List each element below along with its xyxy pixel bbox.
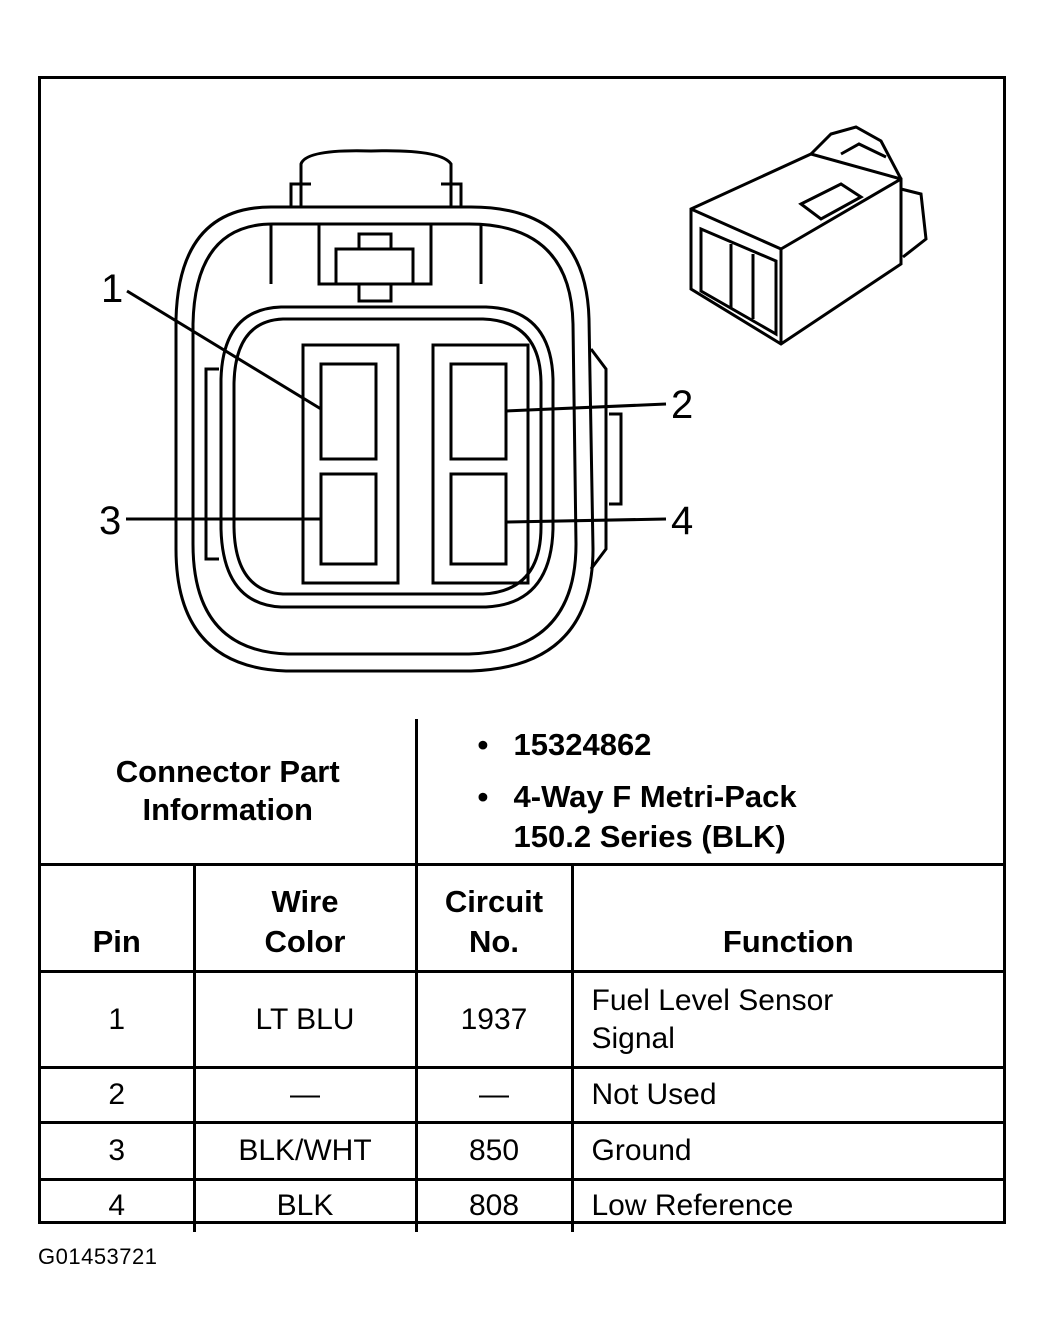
connector-latch	[299, 149, 453, 207]
pin-callout-1: 1	[101, 267, 124, 311]
connector-type: 4-Way F Metri-Pack 150.2 Series (BLK)	[478, 777, 854, 857]
pin-2-4-bracket	[609, 412, 623, 506]
terminal-left-frame	[301, 343, 400, 585]
pin-4-cavity	[449, 472, 508, 566]
header-pin: Pin	[41, 863, 196, 973]
pin-4-leader	[505, 517, 667, 524]
connector-part-info-label: Connector Part Information	[41, 719, 418, 866]
cell-pin: 4	[41, 1178, 196, 1232]
pin-3-cavity	[319, 472, 378, 566]
connector-part-info-row: Connector Part Information 15324862 4-Wa…	[41, 719, 1004, 866]
cell-pin: 3	[41, 1121, 196, 1181]
terminal-right-frame	[431, 343, 530, 585]
connector-housing-inner-outline	[191, 222, 578, 656]
connector-face-drawing	[126, 125, 928, 673]
connector-isometric-view	[689, 125, 928, 346]
connector-part-info-list: 15324862 4-Way F Metri-Pack 150.2 Series…	[414, 719, 1004, 866]
table-row: 4 BLK 808 Low Reference	[41, 1178, 1003, 1232]
table-row: 1 LT BLU 1937 Fuel Level Sensor Signal	[41, 970, 1003, 1069]
header-wire-color: Wire Color	[192, 863, 418, 973]
cell-circuit: 1937	[414, 970, 574, 1069]
cell-wire-color: —	[192, 1066, 418, 1124]
pin-callout-4: 4	[671, 499, 694, 543]
cell-function: Low Reference	[570, 1178, 1003, 1232]
pin-2-leader	[505, 402, 667, 413]
pin-callout-2: 2	[671, 383, 694, 427]
connector-info-table: Connector Part Information 15324862 4-Wa…	[41, 719, 1003, 1232]
header-circuit-no: Circuit No.	[414, 863, 574, 973]
table-row: 3 BLK/WHT 850 Ground	[41, 1121, 1003, 1181]
cell-circuit: 808	[414, 1178, 574, 1232]
pin-1-cavity	[319, 362, 378, 461]
pin-2-cavity	[449, 362, 508, 461]
pin-1-leader	[126, 289, 322, 411]
cell-circuit: 850	[414, 1121, 574, 1181]
connector-diagram-frame: 1 2 3 4 Connector Part Information 15324…	[38, 76, 1006, 1232]
pin-table-header: Pin Wire Color Circuit No. Function	[41, 863, 1003, 973]
connector-housing-outline	[174, 205, 595, 673]
pin-cavity-outer	[219, 305, 555, 609]
pin-cavity-inner	[232, 317, 543, 596]
cell-function: Not Used	[570, 1066, 1003, 1124]
cell-function: Fuel Level Sensor Signal	[570, 970, 1003, 1069]
part-number: 15324862	[478, 725, 1004, 765]
cell-pin: 2	[41, 1066, 196, 1124]
pin-callout-3: 3	[99, 499, 122, 543]
figure-id: G01453721	[38, 1244, 158, 1269]
table-row: 2 — — Not Used	[41, 1066, 1003, 1124]
cell-wire-color: BLK	[192, 1178, 418, 1232]
cell-function: Ground	[570, 1121, 1003, 1181]
header-function: Function	[570, 863, 1003, 973]
cell-pin: 1	[41, 970, 196, 1069]
cell-wire-color: LT BLU	[192, 970, 418, 1069]
cell-circuit: —	[414, 1066, 574, 1124]
cell-wire-color: BLK/WHT	[192, 1121, 418, 1181]
